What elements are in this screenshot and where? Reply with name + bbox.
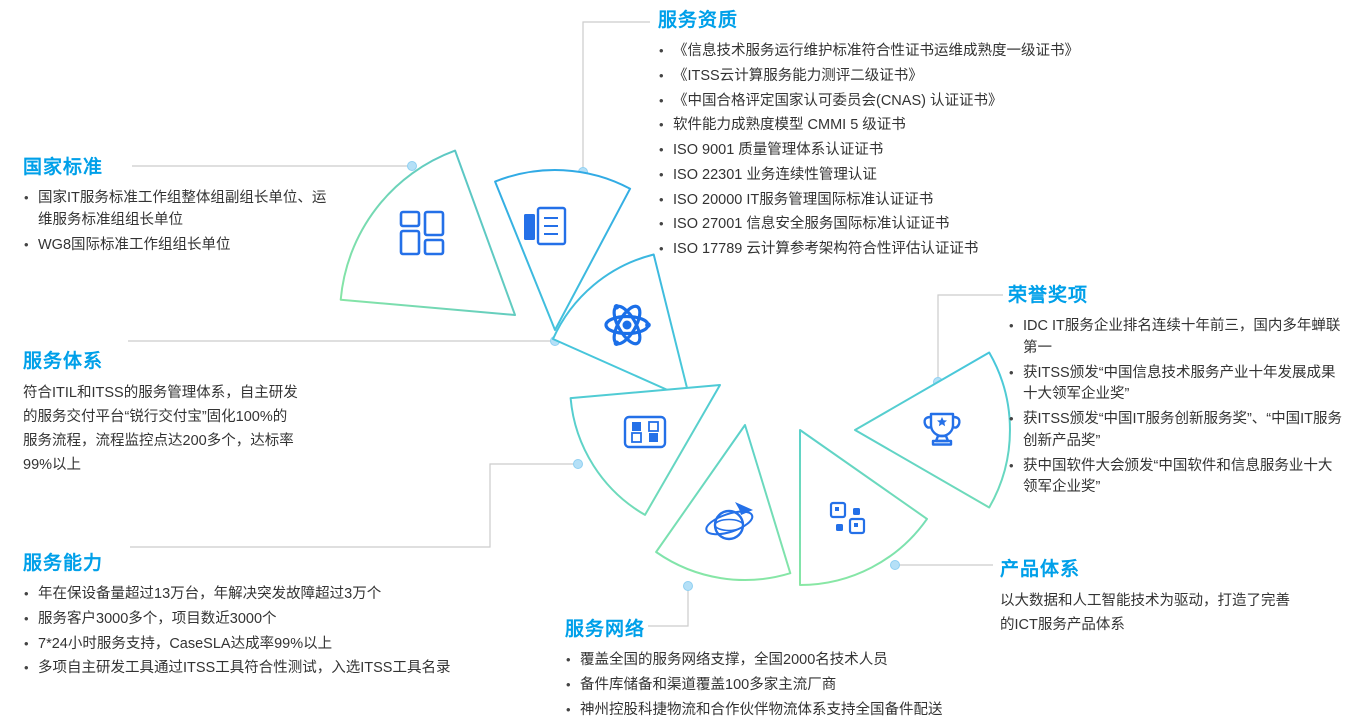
section-honors-awards: 荣誉奖项 IDC IT服务企业排名连续十年前三，国内多年蝉联第一 获ITSS颁发… <box>1008 280 1343 502</box>
wedge-national-standards <box>339 149 516 316</box>
connector-lines <box>128 21 1003 627</box>
service-qualifications-title: 服务资质 <box>658 10 739 31</box>
service-system-paragraph: 符合ITIL和ITSS的服务管理体系，自主研发的服务交付平台“锐行交付宝”固化1… <box>23 385 298 473</box>
globe-icon <box>705 502 754 541</box>
service-network-list: 覆盖全国的服务网络支撑，全国2000名技术人员 备件库储备和渠道覆盖100多家主… <box>565 650 1005 721</box>
modules-icon <box>623 415 667 449</box>
list-item: 覆盖全国的服务网络支撑，全国2000名技术人员 <box>565 650 1005 672</box>
list-item: 《ITSS云计算服务能力测评二级证书》 <box>658 66 1168 88</box>
list-item: WG8国际标准工作组组长单位 <box>23 235 335 257</box>
wedge-service-network <box>655 424 792 581</box>
list-item: 备件库储备和渠道覆盖100多家主流厂商 <box>565 675 1005 697</box>
layout-grid-icon <box>399 210 445 256</box>
ring-wedges <box>339 149 1011 586</box>
wedge-product-system <box>799 429 928 586</box>
list-item: 7*24小时服务支持，CaseSLA达成率99%以上 <box>23 634 523 656</box>
service-capability-list: 年在保设备量超过13万台，年解决突发故障超过3万个 服务客户3000多个，项目数… <box>23 584 523 680</box>
list-item: ISO 9001 质量管理体系认证证书 <box>658 140 1168 162</box>
list-item: 《信息技术服务运行维护标准符合性证书运维成熟度一级证书》 <box>658 41 1168 63</box>
connector-honors-awards <box>937 294 1003 382</box>
dot-service-network <box>683 581 693 591</box>
section-service-system: 服务体系 符合ITIL和ITSS的服务管理体系，自主研发的服务交付平台“锐行交付… <box>23 346 299 478</box>
national-standards-list: 国家IT服务标准工作组整体组副组长单位、运维服务标准组组长单位 WG8国际标准工… <box>23 188 335 256</box>
section-service-qualifications: 服务资质 《信息技术服务运行维护标准符合性证书运维成熟度一级证书》 《ITSS云… <box>658 5 1168 264</box>
trophy-icon <box>923 412 961 446</box>
connector-service-capability <box>130 463 578 548</box>
honors-awards-list: IDC IT服务企业排名连续十年前三，国内多年蝉联第一 获ITSS颁发“中国信息… <box>1008 316 1343 499</box>
dot-national-standards <box>407 161 417 171</box>
service-network-title: 服务网络 <box>565 619 646 640</box>
wedge-atom-center <box>552 253 691 401</box>
honors-awards-title: 荣誉奖项 <box>1008 285 1089 306</box>
list-item: ISO 17789 云计算参考架构符合性评估认证证书 <box>658 239 1168 261</box>
service-qualifications-list: 《信息技术服务运行维护标准符合性证书运维成熟度一级证书》 《ITSS云计算服务能… <box>658 41 1168 261</box>
list-item: 软件能力成熟度模型 CMMI 5 级证书 <box>658 115 1168 137</box>
list-item: 多项自主研发工具通过ITSS工具符合性测试，入选ITSS工具名录 <box>23 658 523 680</box>
dot-product-system <box>890 560 900 570</box>
product-system-title: 产品体系 <box>1000 559 1081 580</box>
list-item: 获中国软件大会颁发“中国软件和信息服务业十大领军企业奖” <box>1008 456 1343 500</box>
wedge-service-qualifications <box>494 168 632 331</box>
connector-service-network <box>648 586 689 627</box>
documents-icon <box>524 206 567 246</box>
list-item: ISO 20000 IT服务管理国际标准认证证书 <box>658 190 1168 212</box>
national-standards-title: 国家标准 <box>23 157 104 178</box>
dot-service-capability <box>573 459 583 469</box>
section-service-capability: 服务能力 年在保设备量超过13万台，年解决突发故障超过3万个 服务客户3000多… <box>23 548 523 683</box>
list-item: 获ITSS颁发“中国信息技术服务产业十年发展成果十大领军企业奖” <box>1008 363 1343 407</box>
connector-service-qualifications <box>582 21 650 172</box>
list-item: ISO 22301 业务连续性管理认证 <box>658 165 1168 187</box>
service-system-title: 服务体系 <box>23 351 104 372</box>
list-item: 年在保设备量超过13万台，年解决突发故障超过3万个 <box>23 584 523 606</box>
cubes-icon <box>829 501 866 535</box>
atom-icon <box>604 304 651 346</box>
product-system-paragraph: 以大数据和人工智能技术为驱动，打造了完善的ICT服务产品体系 <box>1000 593 1290 633</box>
list-item: 服务客户3000多个，项目数近3000个 <box>23 609 523 631</box>
list-item: 《中国合格评定国家认可委员会(CNAS) 认证证书》 <box>658 91 1168 113</box>
service-capability-title: 服务能力 <box>23 553 104 574</box>
wedge-service-capability <box>569 384 721 516</box>
list-item: 神州控股科捷物流和合作伙伴物流体系支持全国备件配送 <box>565 700 1005 721</box>
list-item: IDC IT服务企业排名连续十年前三，国内多年蝉联第一 <box>1008 316 1343 360</box>
section-service-network: 服务网络 覆盖全国的服务网络支撑，全国2000名技术人员 备件库储备和渠道覆盖1… <box>565 614 1005 721</box>
ring-icons <box>399 206 961 541</box>
section-product-system: 产品体系 以大数据和人工智能技术为驱动，打造了完善的ICT服务产品体系 <box>1000 554 1300 638</box>
list-item: 国家IT服务标准工作组整体组副组长单位、运维服务标准组组长单位 <box>23 188 335 232</box>
list-item: 获ITSS颁发“中国IT服务创新服务奖”、“中国IT服务创新产品奖” <box>1008 409 1343 453</box>
list-item: ISO 27001 信息安全服务国际标准认证证书 <box>658 214 1168 236</box>
section-national-standards: 国家标准 国家IT服务标准工作组整体组副组长单位、运维服务标准组组长单位 WG8… <box>23 152 335 259</box>
